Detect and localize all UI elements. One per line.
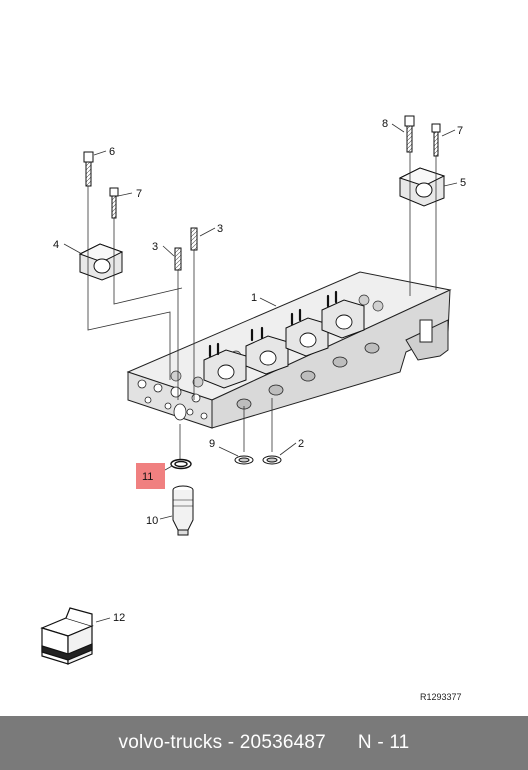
reference-code: R1293377 bbox=[420, 692, 462, 702]
washer-2 bbox=[262, 455, 282, 465]
callout-2: 2 bbox=[298, 438, 304, 450]
kit-box-icon bbox=[40, 607, 94, 665]
bolt-7-left bbox=[109, 187, 119, 219]
callout-7-left: 7 bbox=[136, 188, 142, 200]
washer-9 bbox=[234, 455, 254, 465]
callout-1: 1 bbox=[251, 292, 257, 304]
callout-6: 6 bbox=[109, 146, 115, 158]
position-label: N - 11 bbox=[357, 732, 410, 753]
callout-3-left: 3 bbox=[152, 241, 158, 253]
footer-bar: volvo-trucks - 20536487 N - 11 bbox=[0, 716, 528, 770]
bolt-7-right bbox=[431, 123, 441, 157]
injector-sleeve-10 bbox=[172, 485, 194, 536]
exploded-parts-diagram: 1 2 3 3 4 5 6 7 7 8 9 10 11 12 R1293377 bbox=[40, 115, 466, 702]
bolt-8-right bbox=[404, 115, 415, 153]
callout-5: 5 bbox=[460, 177, 466, 189]
cylinder-head bbox=[126, 271, 452, 429]
dowel-pin-3-left bbox=[174, 247, 182, 271]
assembly-guide-lines bbox=[87, 152, 437, 460]
callout-leaders bbox=[63, 123, 458, 623]
callout-4: 4 bbox=[53, 239, 59, 251]
callout-3-right: 3 bbox=[217, 223, 223, 235]
callout-7-right: 7 bbox=[457, 125, 463, 137]
callout-labels: 1 2 3 3 4 5 6 7 7 8 9 10 11 12 bbox=[53, 118, 466, 624]
callout-11: 11 bbox=[142, 471, 153, 483]
bolt-6-left bbox=[83, 151, 94, 187]
callout-10: 10 bbox=[146, 515, 158, 527]
dowel-pin-3-right bbox=[190, 227, 198, 251]
seal-ring-11 bbox=[170, 458, 192, 470]
part-label: volvo-trucks - 20536487 bbox=[118, 732, 326, 753]
callout-12: 12 bbox=[113, 612, 125, 624]
bearing-cap-5 bbox=[398, 167, 446, 207]
callout-8: 8 bbox=[382, 118, 388, 130]
bearing-cap-4 bbox=[78, 243, 124, 281]
callout-9: 9 bbox=[209, 438, 215, 450]
highlight-box-11 bbox=[136, 463, 165, 489]
